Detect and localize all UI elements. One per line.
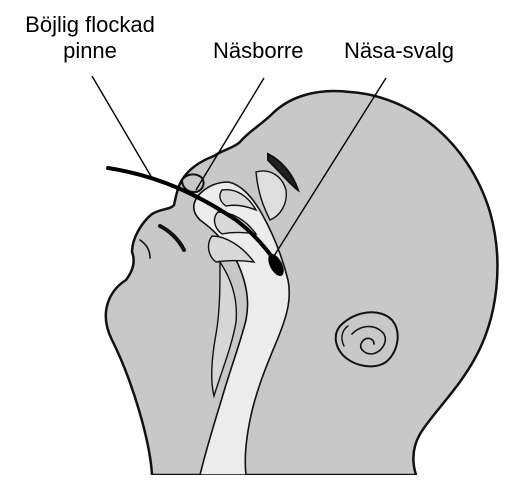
head-silhouette: [106, 91, 498, 475]
label-nostril: Näsborre: [213, 38, 303, 64]
label-nasopharynx: Näsa-svalg: [344, 38, 454, 64]
label-flexible-swab: Böjlig flockad pinne: [0, 12, 180, 64]
ear: [336, 312, 398, 366]
label-swab-line1: Böjlig flockad: [0, 12, 180, 38]
label-swab-line2: pinne: [0, 38, 180, 64]
leader-line-swab: [92, 76, 152, 178]
